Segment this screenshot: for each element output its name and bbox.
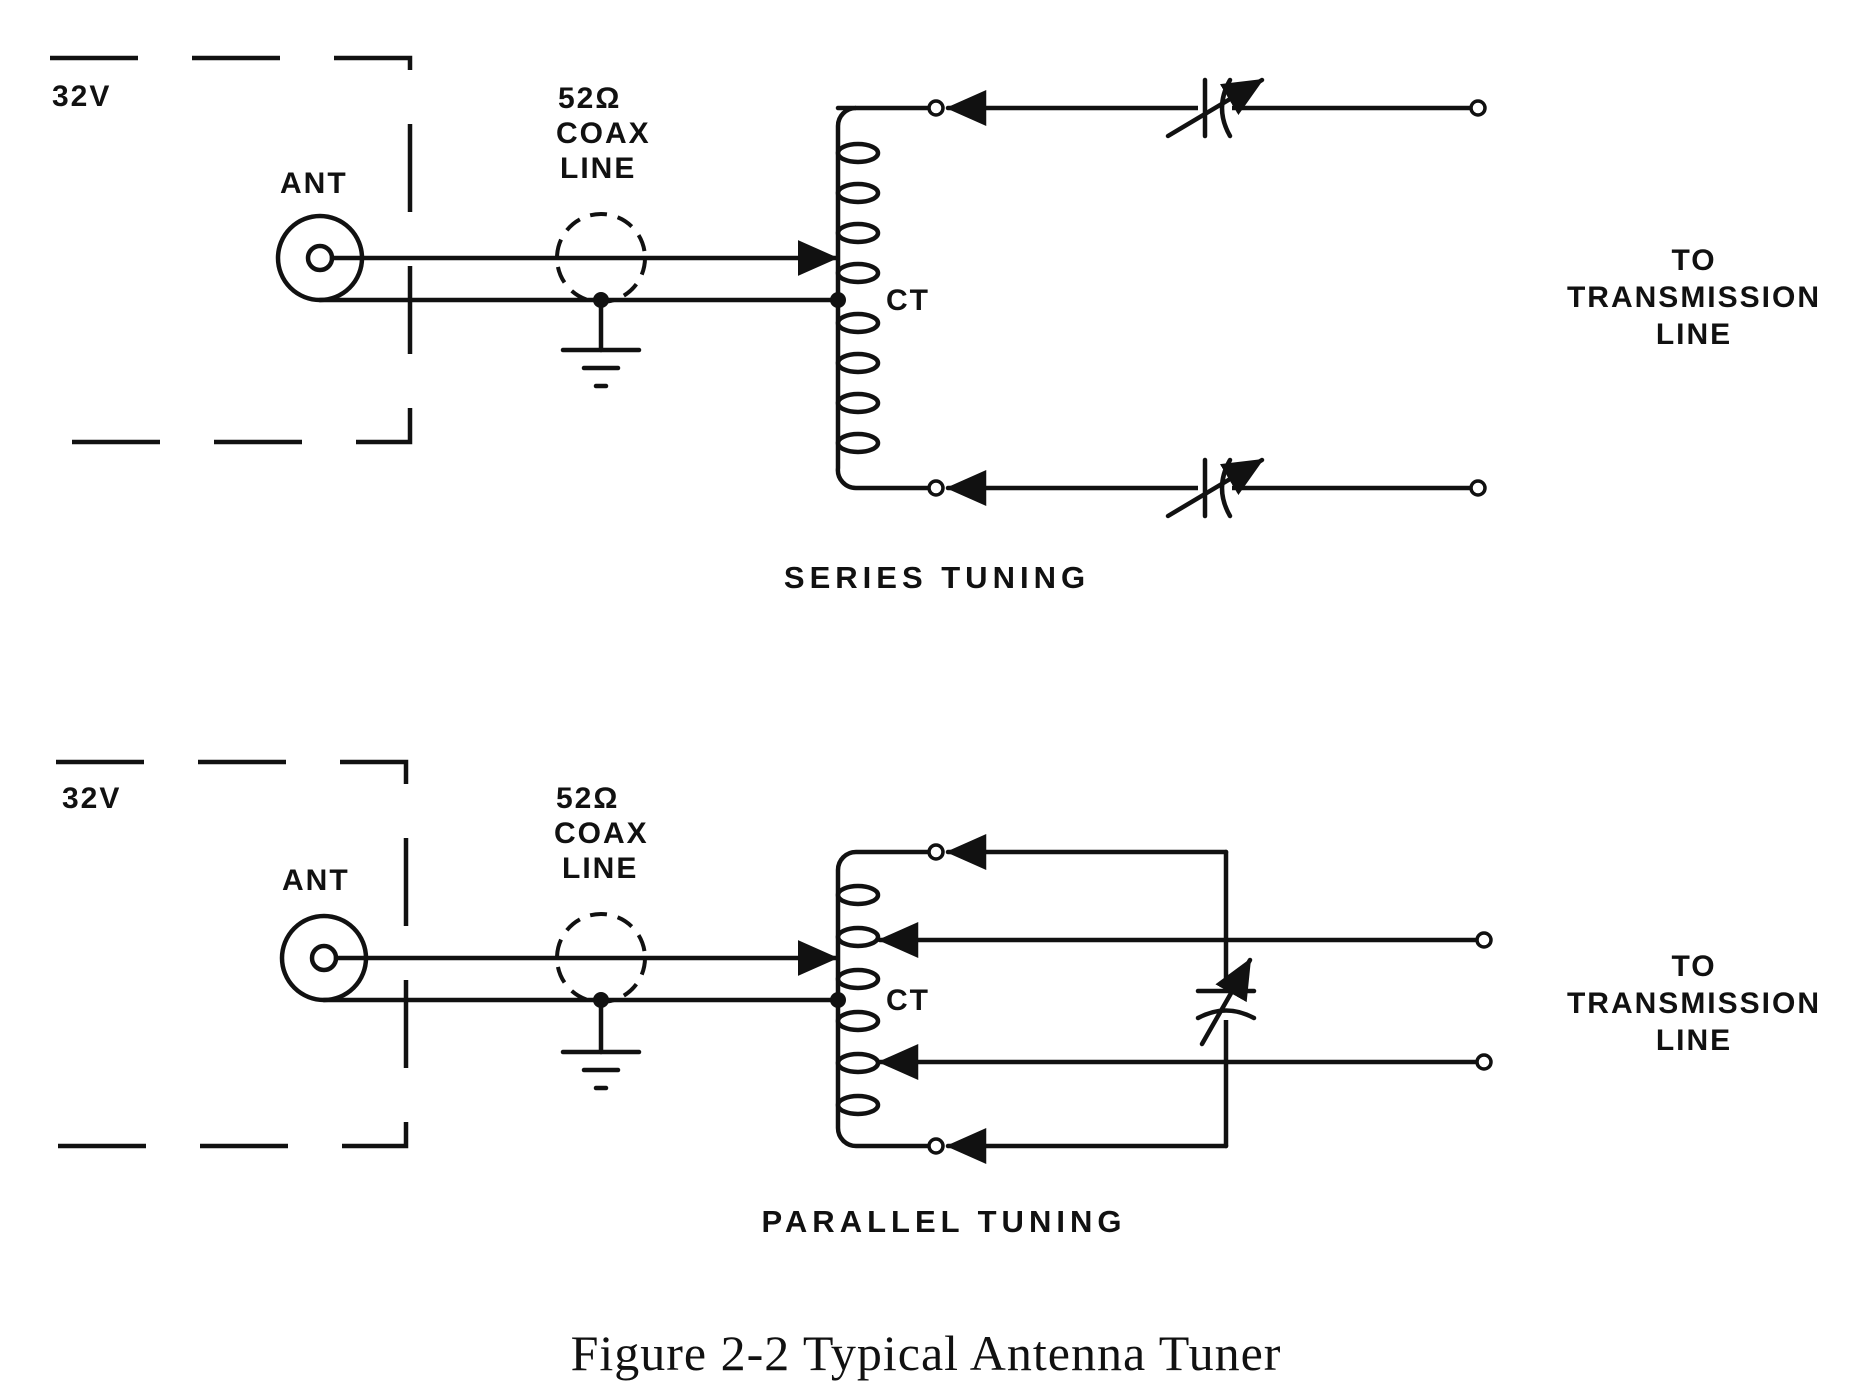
parallel-tuning-title: PARALLEL TUNING [762,1204,1127,1239]
series-center-tap-label: CT [886,284,930,317]
parallel-antenna-jack-pin-icon [309,943,339,973]
parallel-coax-label: 52Ω COAX LINE [554,782,649,885]
parallel-output-line2: TRANSMISSION [1567,987,1821,1020]
series-antenna-jack-pin-icon [305,243,335,273]
series-tuning-coil-icon [835,105,939,491]
parallel-center-tap-label: CT [886,984,930,1017]
parallel-output-line3: LINE [1656,1024,1732,1057]
series-bottom-tap-terminal [927,479,945,497]
series-bottom-variable-capacitor-icon [1165,457,1265,519]
series-equipment-enclosure [50,55,413,445]
parallel-variable-capacitor-icon [1195,957,1257,1047]
series-supply-label: 32V [52,80,111,113]
series-top-variable-capacitor-icon [1165,77,1265,139]
series-coax-line2: LINE [560,152,636,185]
series-output-line2: TRANSMISSION [1567,281,1821,314]
parallel-bottom-tap-terminal [927,1137,945,1155]
parallel-coax-impedance: 52Ω [556,782,619,815]
series-coax-label: 52Ω COAX LINE [556,82,651,185]
parallel-ground-icon [560,1049,642,1091]
parallel-tuning-circuit: 32V ANT 52Ω COAX LINE CT [56,759,1821,1239]
parallel-lower-output-terminal [1475,1053,1493,1071]
parallel-supply-label: 32V [62,782,121,815]
series-center-tap-junction [830,292,846,308]
series-ground-icon [560,347,642,389]
series-output-label: TO TRANSMISSION LINE [1567,244,1821,351]
series-output-line3: LINE [1656,318,1732,351]
parallel-top-tap-terminal [927,843,945,861]
series-top-output-terminal [1469,99,1487,117]
parallel-coax-line1: COAX [554,817,649,850]
parallel-center-tap-junction [830,992,846,1008]
series-output-line1: TO [1671,244,1716,277]
series-coax-impedance: 52Ω [558,82,621,115]
parallel-coax-line2: LINE [562,852,638,885]
figure-caption: Figure 2-2 Typical Antenna Tuner [571,1325,1282,1381]
parallel-output-label: TO TRANSMISSION LINE [1567,950,1821,1057]
series-coil-loops [835,141,881,455]
parallel-equipment-enclosure [56,759,409,1149]
series-bottom-output-terminal [1469,479,1487,497]
parallel-output-line1: TO [1671,950,1716,983]
series-antenna-label: ANT [280,167,348,200]
series-top-tap-terminal [927,99,945,117]
series-tuning-circuit: 32V ANT 52Ω COAX LINE [50,55,1821,595]
parallel-upper-output-terminal [1475,931,1493,949]
series-coax-line1: COAX [556,117,651,150]
series-tuning-title: SERIES TUNING [784,560,1090,595]
parallel-antenna-label: ANT [282,864,350,897]
